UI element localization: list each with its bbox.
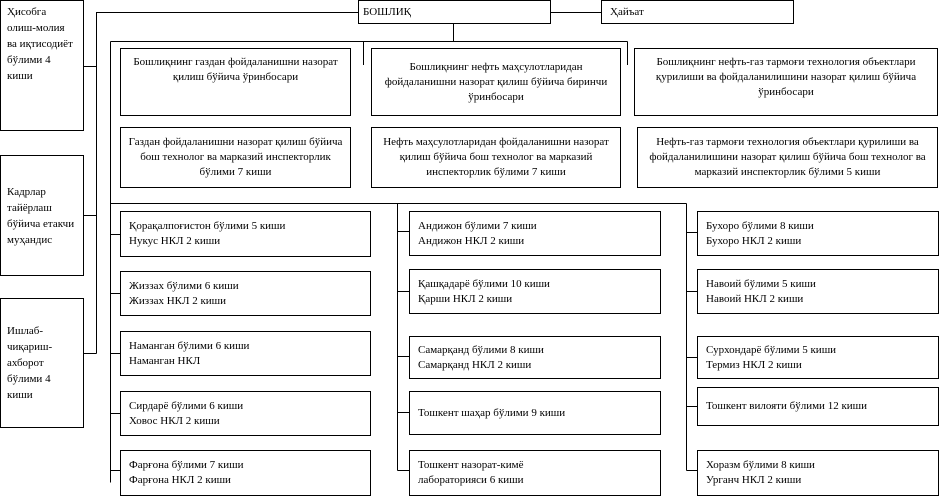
head-box: БОШЛИҚ — [358, 0, 551, 24]
deputy-oil-label: Бошлиқнинг нефть маҳсулотларидан фойдала… — [384, 60, 608, 103]
region-name: Наманган бўлими 6 киши — [129, 339, 250, 352]
region-lab: Андижон НКЛ 2 киши — [418, 234, 525, 247]
region-box: Тошкент вилояти бўлими 12 киши — [697, 387, 939, 426]
region-box: Қорақалпоғистон бўлими 5 киши Нукус НКЛ … — [120, 211, 371, 257]
head-label: БОШЛИҚ — [363, 5, 412, 18]
region-name: Самарқанд бўлими 8 киши — [418, 343, 544, 356]
region-lab: Бухоро НКЛ 2 киши — [706, 234, 802, 247]
region-name: Қорақалпоғистон бўлими 5 киши — [129, 220, 286, 232]
deputy-oil-box: Бошлиқнинг нефть маҳсулотларидан фойдала… — [371, 48, 621, 116]
region-box: Сурхондарё бўлими 5 киши Термиз НКЛ 2 ки… — [697, 336, 939, 379]
personnel-engineer-label: Кадрлар тайёрлаш бўйича етакчи муҳандис — [7, 185, 75, 246]
inspectorate-gas-box: Газдан фойдаланишни назорат қилиш бўйича… — [120, 127, 351, 188]
council-label: Ҳайъат — [610, 5, 644, 18]
region-name: Тошкент назорат-кимё — [418, 459, 524, 471]
region-lab: Ховос НКЛ 2 киши — [129, 414, 220, 427]
region-box: Наманган бўлими 6 киши Наманган НКЛ — [120, 331, 371, 376]
production-info-dept-label: Ишлаб-чиқариш-ахборот бўлими 4 киши — [7, 325, 53, 401]
region-box: Андижон бўлими 7 киши Андижон НКЛ 2 киши — [409, 211, 661, 256]
region-lab: Жиззах НКЛ 2 киши — [129, 294, 227, 307]
region-box: Навоий бўлими 5 киши Навоий НКЛ 2 киши — [697, 269, 939, 314]
inspectorate-oilgas-box: Нефть-газ тармоғи технология объектлари … — [637, 127, 938, 188]
inspectorate-oilgas-label: Нефть-газ тармоғи технология объектлари … — [649, 136, 926, 178]
region-box: Сирдарё бўлими 6 киши Ховос НКЛ 2 киши — [120, 391, 371, 436]
region-name: Навоий бўлими 5 киши — [706, 277, 816, 290]
region-box: Тошкент назорат-кимё лабораторияси 6 киш… — [409, 450, 661, 496]
region-name: Андижон бўлими 7 киши — [418, 219, 537, 232]
region-lab: Қарши НКЛ 2 киши — [418, 292, 513, 305]
region-name: Фарғона бўлими 7 киши — [129, 459, 244, 471]
region-name: Сирдарё бўлими 6 киши — [129, 399, 244, 412]
region-name: Жиззах бўлими 6 киши — [129, 279, 239, 292]
region-box: Қашқадарё бўлими 10 киши Қарши НКЛ 2 киш… — [409, 269, 661, 314]
region-lab: Самарқанд НКЛ 2 киши — [418, 358, 532, 371]
region-box: Хоразм бўлими 8 киши Урганч НКЛ 2 киши — [697, 450, 939, 496]
region-box: Тошкент шаҳар бўлими 9 киши — [409, 391, 661, 435]
region-name: Тошкент шаҳар бўлими 9 киши — [418, 406, 566, 419]
region-lab: Нукус НКЛ 2 киши — [129, 235, 221, 247]
inspectorate-gas-label: Газдан фойдаланишни назорат қилиш бўйича… — [128, 136, 343, 178]
region-lab: лабораторияси 6 киши — [418, 474, 524, 486]
deputy-gas-box: Бошлиқнинг газдан фойдаланишни назорат қ… — [120, 48, 351, 116]
region-name: Тошкент вилояти бўлими 12 киши — [706, 400, 868, 412]
region-lab: Навоий НКЛ 2 киши — [706, 292, 804, 305]
region-box: Жиззах бўлими 6 киши Жиззах НКЛ 2 киши — [120, 271, 371, 316]
council-box: Ҳайъат — [601, 0, 794, 24]
region-lab: Урганч НКЛ 2 киши — [706, 474, 802, 486]
production-info-dept-box: Ишлаб-чиқариш-ахборот бўлими 4 киши — [0, 298, 84, 428]
region-box: Бухоро бўлими 8 киши Бухоро НКЛ 2 киши — [697, 211, 939, 256]
deputy-oilgas-label: Бошлиқнинг нефть-газ тармоғи технология … — [655, 56, 917, 98]
region-lab: Фарғона НКЛ 2 киши — [129, 474, 231, 486]
region-name: Хоразм бўлими 8 киши — [706, 459, 815, 471]
region-name: Сурхондарё бўлими 5 киши — [706, 343, 837, 356]
deputy-gas-label: Бошлиқнинг газдан фойдаланишни назорат қ… — [133, 56, 338, 83]
inspectorate-oil-box: Нефть маҳсулотларидан фойдаланишни назор… — [371, 127, 621, 188]
inspectorate-oil-label: Нефть маҳсулотларидан фойдаланишни назор… — [383, 136, 609, 178]
region-box: Фарғона бўлими 7 киши Фарғона НКЛ 2 киши — [120, 450, 371, 496]
region-lab: Термиз НКЛ 2 киши — [706, 358, 802, 371]
region-name: Бухоро бўлими 8 киши — [706, 219, 814, 232]
region-box: Самарқанд бўлими 8 киши Самарқанд НКЛ 2 … — [409, 336, 661, 379]
region-name: Қашқадарё бўлими 10 киши — [418, 277, 550, 290]
finance-dept-box: Ҳисобга олиш-молия ва иқтисодиёт бўлими … — [0, 0, 84, 131]
finance-dept-label: Ҳисобга олиш-молия ва иқтисодиёт бўлими … — [7, 6, 73, 82]
personnel-engineer-box: Кадрлар тайёрлаш бўйича етакчи муҳандис — [0, 155, 84, 276]
deputy-oilgas-box: Бошлиқнинг нефть-газ тармоғи технология … — [634, 48, 938, 116]
region-lab: Наманган НКЛ — [129, 354, 201, 367]
